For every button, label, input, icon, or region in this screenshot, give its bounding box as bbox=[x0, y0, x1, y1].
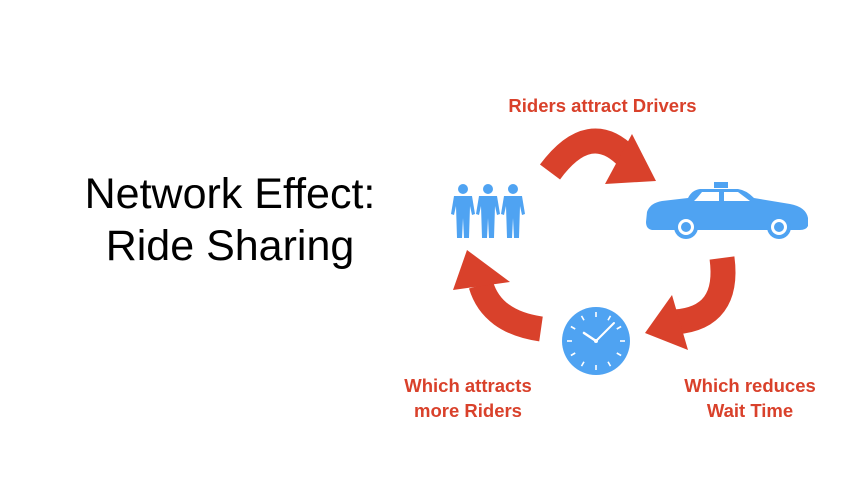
arrow-riders-to-drivers bbox=[539, 128, 656, 184]
clock-tick bbox=[607, 315, 612, 321]
arrow-wait-to-riders bbox=[453, 250, 544, 342]
label-line: Which attracts bbox=[404, 375, 532, 396]
label-line: Wait Time bbox=[706, 400, 794, 421]
arrow-drivers-to-wait bbox=[645, 256, 736, 350]
clock-tick bbox=[616, 352, 622, 357]
clock-tick bbox=[570, 352, 576, 357]
label-riders-attract-drivers: Riders attract Drivers bbox=[508, 95, 697, 116]
clock-tick bbox=[580, 315, 585, 321]
person-icon bbox=[501, 184, 525, 238]
clock-tick bbox=[580, 361, 585, 367]
label-line: more Riders bbox=[414, 400, 522, 421]
taxi-icon bbox=[646, 182, 808, 239]
clock-tick bbox=[607, 361, 612, 367]
riders-icon bbox=[451, 184, 525, 238]
clock-tick bbox=[616, 325, 622, 330]
person-icon bbox=[476, 184, 500, 238]
clock-icon bbox=[562, 307, 630, 375]
page-title: Network Effect: Ride Sharing bbox=[40, 168, 420, 272]
clock-tick bbox=[570, 325, 576, 330]
label-which-reduces: Which reduces Wait Time bbox=[660, 373, 840, 423]
title-line-1: Network Effect: bbox=[84, 170, 376, 218]
label-which-attracts: Which attracts more Riders bbox=[378, 373, 558, 423]
person-icon bbox=[451, 184, 475, 238]
label-line: Which reduces bbox=[684, 375, 816, 396]
title-line-2: Ride Sharing bbox=[105, 222, 355, 270]
